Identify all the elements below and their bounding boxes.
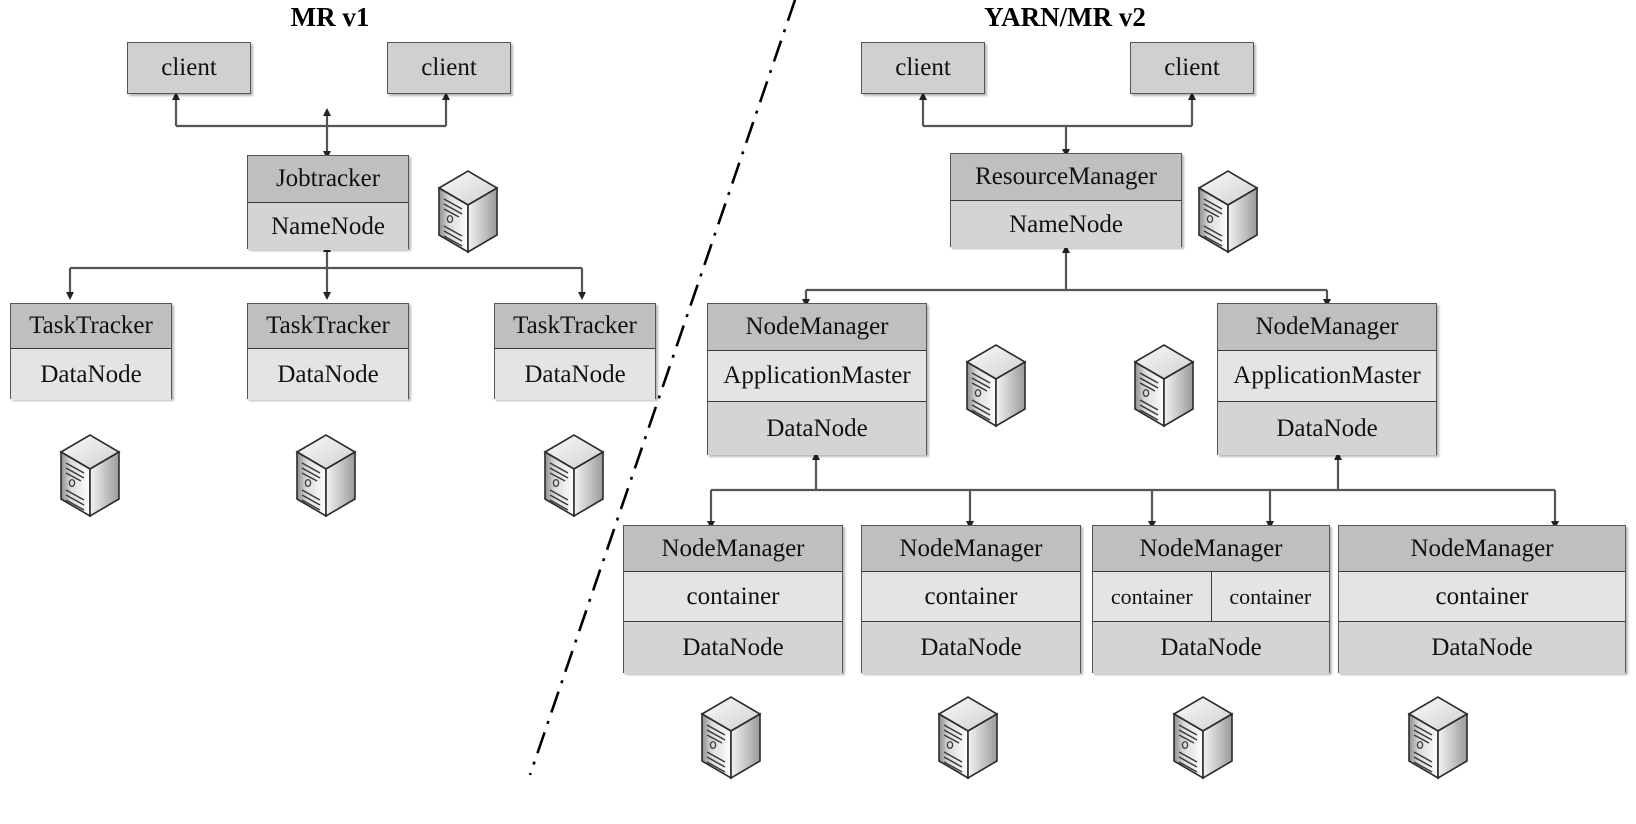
right-master-node[interactable]: ResourceManager NameNode	[950, 153, 1182, 248]
right-nodemanager-2[interactable]: NodeManager container DataNode	[861, 525, 1081, 674]
left-master-node[interactable]: Jobtracker NameNode	[247, 155, 409, 250]
right-nm-3-header: NodeManager	[1093, 526, 1329, 572]
right-client-box-2[interactable]: client	[1130, 42, 1254, 94]
right-nm-1-header: NodeManager	[624, 526, 842, 572]
right-nm-3-container-a: container	[1093, 572, 1212, 621]
left-master-row-jobtracker: Jobtracker	[248, 156, 408, 203]
right-nm-3-container-b: container	[1211, 572, 1329, 621]
right-nm-3-container-pair: container container	[1093, 572, 1329, 622]
left-worker-node-2[interactable]: TaskTracker DataNode	[247, 303, 409, 400]
left-worker-3-row-datanode: DataNode	[495, 349, 655, 400]
right-nm-4-footer: DataNode	[1339, 622, 1625, 674]
right-nm-3-footer: DataNode	[1093, 622, 1329, 674]
right-appmaster-node-1[interactable]: NodeManager ApplicationMaster DataNode	[707, 303, 927, 455]
right-nm-1-footer: DataNode	[624, 622, 842, 674]
right-nm-4-container: container	[1339, 572, 1625, 622]
right-am-2-row-nodemanager: NodeManager	[1218, 304, 1436, 351]
left-worker-2-row-datanode: DataNode	[248, 349, 408, 400]
right-client-box-1[interactable]: client	[861, 42, 985, 94]
left-panel-title: MR v1	[290, 2, 370, 32]
left-worker-2-row-tasktracker: TaskTracker	[248, 304, 408, 349]
right-nm-2-footer: DataNode	[862, 622, 1080, 674]
right-nodemanager-1[interactable]: NodeManager container DataNode	[623, 525, 843, 674]
server-tower-icon	[966, 344, 1026, 427]
server-tower-icon	[296, 434, 356, 517]
server-tower-icon	[938, 696, 998, 779]
server-tower-icon	[1408, 696, 1468, 779]
right-master-row-resourcemanager: ResourceManager	[951, 154, 1181, 201]
right-nm-1-container: container	[624, 572, 842, 622]
server-tower-icon	[60, 434, 120, 517]
right-appmaster-node-2[interactable]: NodeManager ApplicationMaster DataNode	[1217, 303, 1437, 455]
left-master-row-namenode: NameNode	[248, 203, 408, 250]
left-worker-3-row-tasktracker: TaskTracker	[495, 304, 655, 349]
right-panel-title: YARN/MR v2	[984, 2, 1146, 32]
left-worker-1-row-datanode: DataNode	[11, 349, 171, 400]
right-am-1-row-applicationmaster: ApplicationMaster	[708, 351, 926, 402]
right-nodemanager-4[interactable]: NodeManager container DataNode	[1338, 525, 1626, 674]
right-nm-2-container: container	[862, 572, 1080, 622]
server-tower-icon	[701, 696, 761, 779]
server-tower-icon	[1134, 344, 1194, 427]
server-tower-icon	[544, 434, 604, 517]
right-am-1-row-nodemanager: NodeManager	[708, 304, 926, 351]
left-worker-node-1[interactable]: TaskTracker DataNode	[10, 303, 172, 400]
right-nodemanager-3[interactable]: NodeManager container container DataNode	[1092, 525, 1330, 674]
left-client-box-2[interactable]: client	[387, 42, 511, 94]
left-client-box-1[interactable]: client	[127, 42, 251, 94]
server-tower-icon	[1198, 170, 1258, 253]
right-master-row-namenode: NameNode	[951, 201, 1181, 248]
right-am-2-row-applicationmaster: ApplicationMaster	[1218, 351, 1436, 402]
left-worker-node-3[interactable]: TaskTracker DataNode	[494, 303, 656, 400]
server-tower-icon	[438, 170, 498, 253]
right-am-1-row-datanode: DataNode	[708, 402, 926, 455]
server-tower-icon	[1173, 696, 1233, 779]
right-nm-4-header: NodeManager	[1339, 526, 1625, 572]
left-worker-1-row-tasktracker: TaskTracker	[11, 304, 171, 349]
right-nm-2-header: NodeManager	[862, 526, 1080, 572]
right-am-2-row-datanode: DataNode	[1218, 402, 1436, 455]
